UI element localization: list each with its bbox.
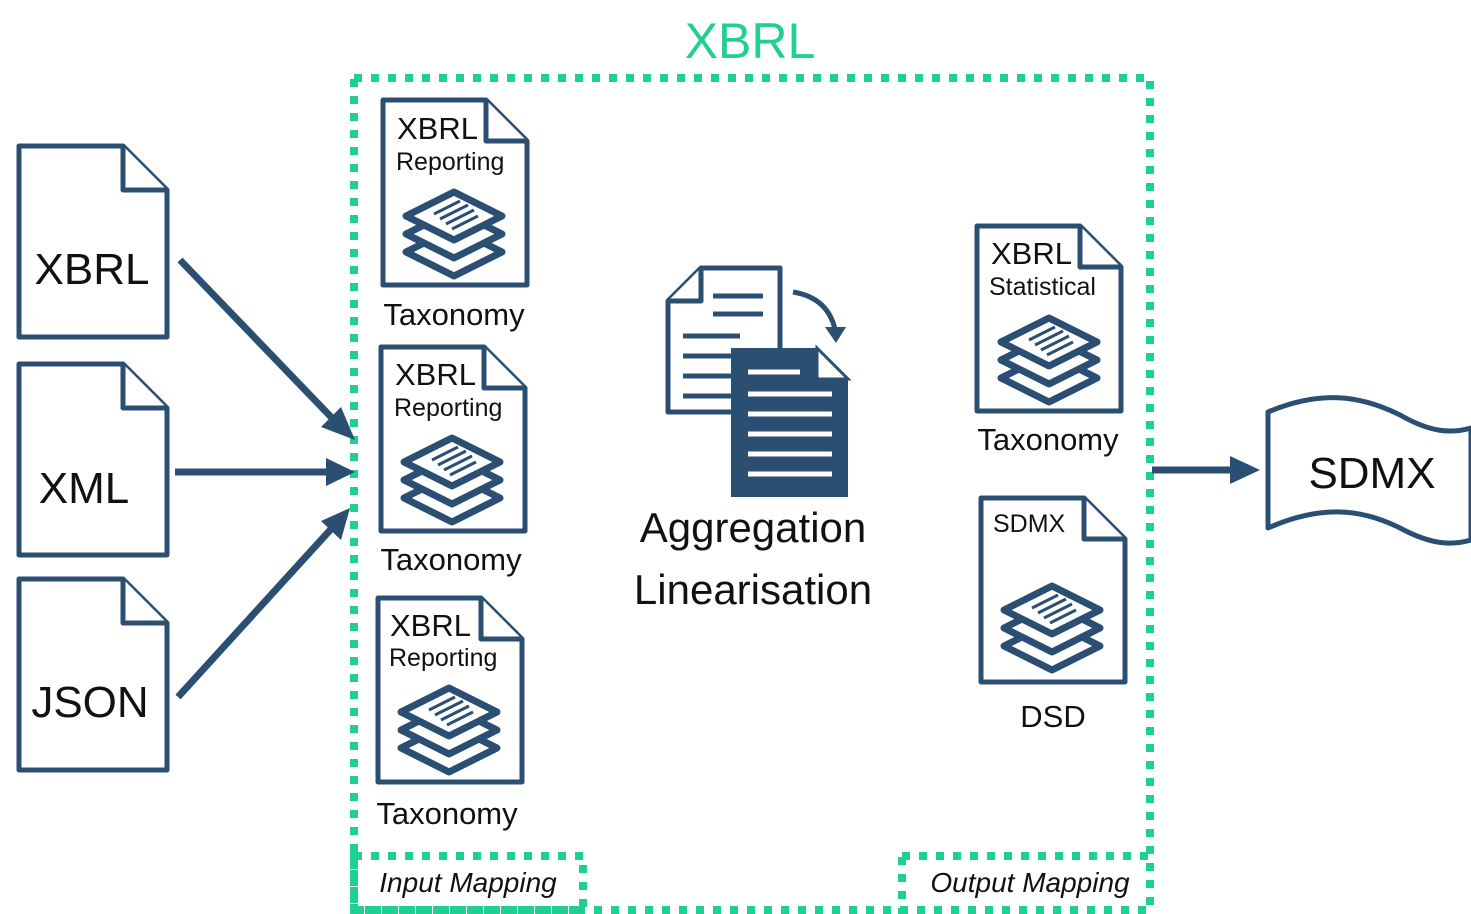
documents-transform-icon: [665, 265, 852, 497]
taxonomy-caption: Taxonomy: [383, 297, 525, 332]
document-icon: [16, 361, 170, 558]
arrow-sdmx-out: [1152, 456, 1260, 484]
diagram-title: XBRL: [685, 13, 816, 69]
input-doc-json: JSON: [16, 576, 170, 773]
taxonomy-line2: Statistical: [989, 273, 1096, 301]
document-icon: [16, 576, 170, 773]
input-doc-label: XML: [39, 464, 129, 513]
arrow-xml-in: [175, 458, 355, 486]
taxonomy-line2: Reporting: [396, 148, 504, 176]
input-doc-xml: XML: [16, 361, 170, 558]
dsd-caption: DSD: [1020, 699, 1085, 734]
input-doc-label: XBRL: [35, 245, 150, 294]
taxonomy-line2: Reporting: [389, 644, 497, 672]
arrow-json-in: [175, 508, 350, 700]
input-taxonomy-3: XBRL Reporting Taxonomy: [375, 595, 525, 831]
output-mapping-label: Output Mapping: [930, 867, 1130, 898]
input-taxonomy-1: XBRL Reporting Taxonomy: [380, 97, 530, 332]
process-line2: Linearisation: [634, 566, 872, 613]
sdmx-target: SDMX: [1265, 395, 1471, 546]
output-dsd: SDMX DSD: [978, 495, 1128, 734]
taxonomy-line1: XBRL: [991, 236, 1072, 271]
taxonomy-line2: Reporting: [394, 394, 502, 422]
input-doc-label: JSON: [31, 678, 148, 727]
arrow-xbrl-in: [177, 257, 355, 440]
taxonomy-line1: XBRL: [395, 357, 476, 392]
taxonomy-caption: Taxonomy: [380, 542, 522, 577]
output-taxonomy: XBRL Statistical Taxonomy: [974, 223, 1124, 457]
taxonomy-caption: Taxonomy: [977, 422, 1119, 457]
taxonomy-caption: Taxonomy: [376, 796, 518, 831]
xbrl-region-border: [350, 74, 1154, 914]
process-line1: Aggregation: [640, 504, 867, 551]
input-mapping-box: [350, 852, 587, 914]
input-taxonomy-2: XBRL Reporting Taxonomy: [378, 344, 528, 577]
punched-tape-icon: [1265, 395, 1471, 546]
taxonomy-line1: XBRL: [397, 111, 478, 146]
document-icon: [16, 143, 170, 340]
sdmx-label: SDMX: [1308, 449, 1435, 498]
input-doc-xbrl: XBRL: [16, 143, 170, 340]
taxonomy-line1: XBRL: [390, 608, 471, 643]
dsd-line1: SDMX: [993, 510, 1066, 538]
output-mapping-box: [898, 852, 1154, 914]
input-mapping-label: Input Mapping: [379, 867, 557, 898]
